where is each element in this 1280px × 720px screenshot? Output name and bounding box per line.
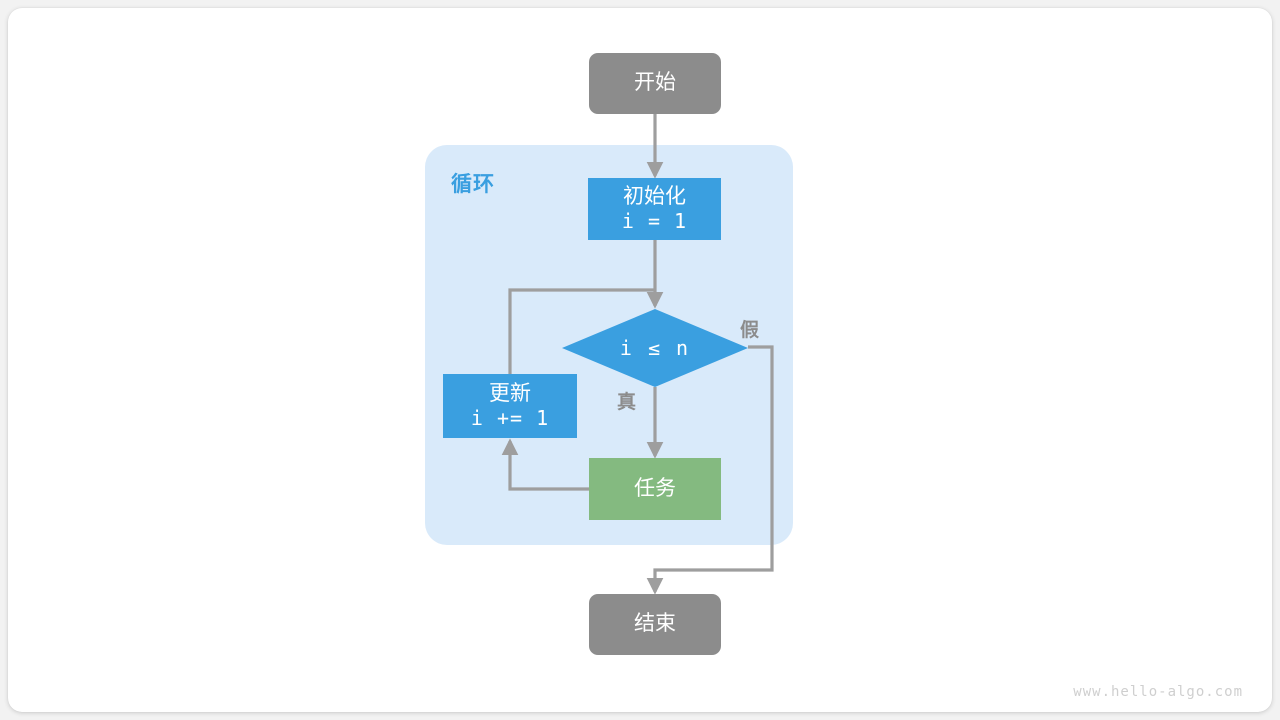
node-update-expression: i += 1 (470, 405, 550, 430)
node-decision-label: i ≤ n (619, 336, 691, 360)
node-update-label: 更新 (489, 381, 531, 405)
node-task-label: 任务 (634, 476, 676, 500)
edge-label-true: 真 (617, 392, 637, 413)
site-watermark: www.hello-algo.com (1073, 684, 1243, 700)
node-task[interactable]: 任务 (589, 458, 721, 520)
loop-container-label: 循环 (451, 173, 495, 196)
node-start-label: 开始 (634, 71, 676, 95)
node-init-label: 初始化 (623, 184, 686, 208)
edge-label-false: 假 (740, 320, 760, 341)
node-end-label: 结束 (634, 612, 676, 636)
node-decision[interactable]: i ≤ n (562, 309, 748, 387)
node-start[interactable]: 开始 (589, 53, 721, 114)
node-end[interactable]: 结束 (589, 594, 721, 655)
node-update[interactable]: 更新 i += 1 (443, 374, 577, 438)
node-init-expression: i = 1 (621, 208, 688, 233)
node-init[interactable]: 初始化 i = 1 (588, 178, 721, 240)
